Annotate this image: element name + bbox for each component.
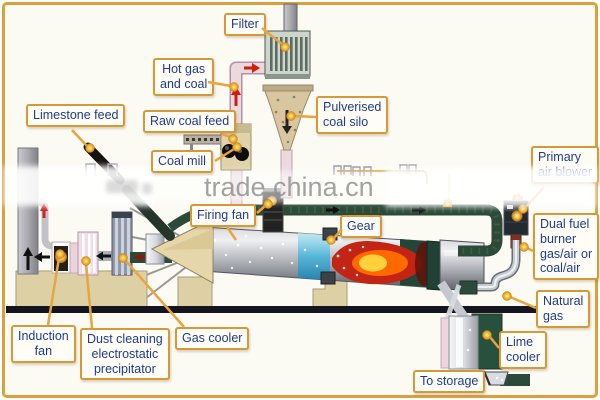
label-dual-fuel-burner: Dual fuel burner gas/air or coal/air [533,213,600,280]
label-dust-cleaning-precipitator: Dust cleaning electrostatic precipitator [80,328,170,381]
label-firing-fan: Firing fan [190,204,257,227]
coal-silo-device [262,84,314,151]
watermark: trade.china.cn [204,172,374,202]
watermark-smudge [106,180,138,193]
label-induction-fan: Induction fan [11,325,76,363]
discharge-chute [437,280,471,324]
rotary-kiln [202,226,438,289]
kiln-blue-zone [298,233,330,280]
label-filter: Filter [224,13,266,36]
watermark-wash-mid [140,171,405,203]
electrostatic-precipitator-device [77,231,112,276]
label-coal-mill: Coal mill [151,150,213,173]
tertiary-air-duct [226,204,503,257]
label-limestone-feed: Limestone feed [26,104,126,127]
storage-tray [483,370,530,386]
lime-cooler-device [440,313,503,370]
label-gas-cooler: Gas cooler [175,327,250,350]
label-pulverised-coal-silo: Pulverised coal silo [316,96,389,134]
label-raw-coal-feed: Raw coal feed [143,110,237,133]
natural-gas-pipe [459,240,521,295]
label-to-storage: To storage [413,370,486,393]
induction-fan-device [51,241,79,274]
label-natural-gas: Natural gas [536,290,591,328]
label-gear: Gear [340,215,382,238]
watermark-wash-right [386,167,596,207]
ground-line [6,306,566,313]
watermark-wash-left [4,166,154,206]
bag-filter-device [264,3,311,79]
label-hot-gas-and-coal: Hot gas and coal [153,58,215,96]
label-lime-cooler: Lime cooler [499,331,548,369]
watermark-smudge [142,183,152,194]
